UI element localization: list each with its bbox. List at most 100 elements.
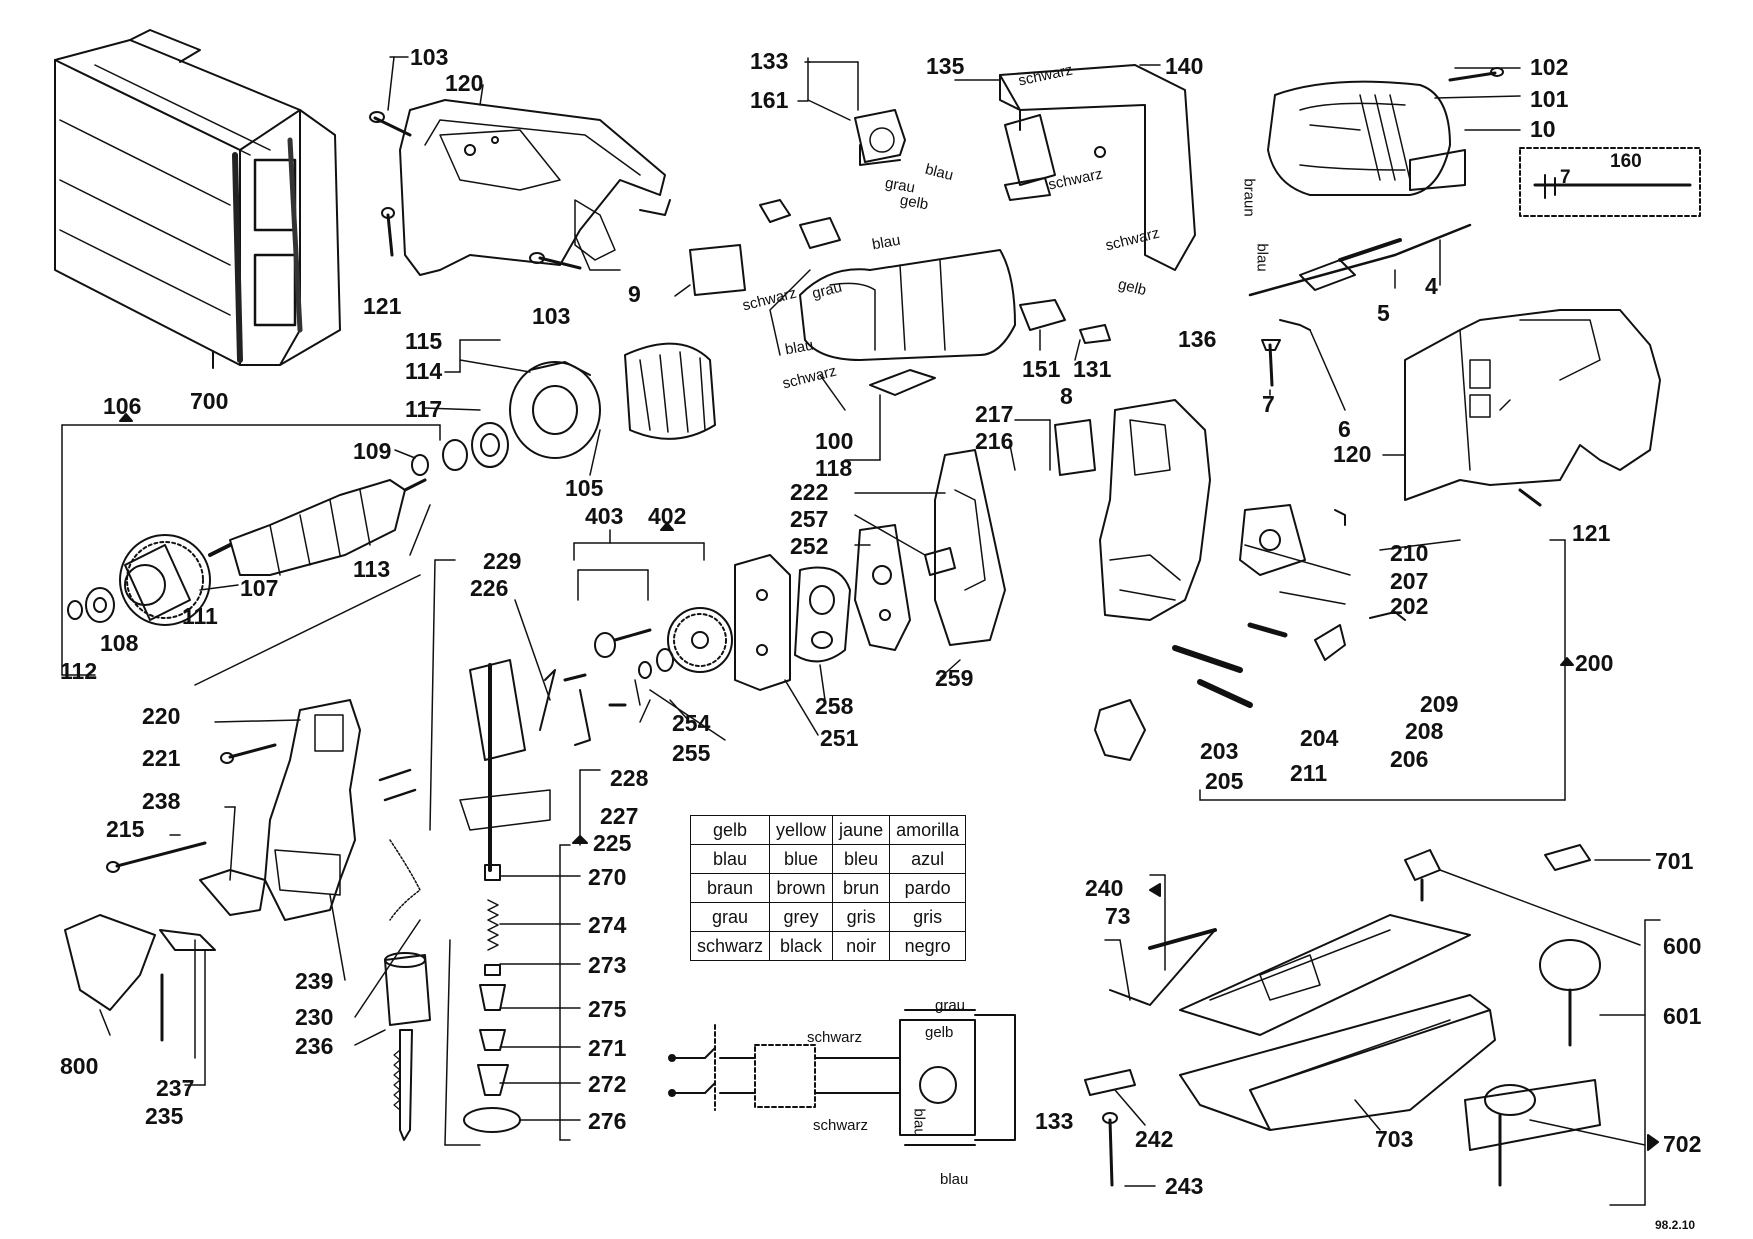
part-131: 131	[1073, 356, 1112, 382]
disc-601-drawing	[1539, 939, 1601, 1047]
part-403: 403	[585, 503, 624, 529]
part-272: 272	[588, 1071, 627, 1097]
table-cell: gris	[832, 902, 891, 932]
table-cell: azul	[889, 844, 967, 874]
part-101: 101	[1530, 86, 1569, 112]
part-8: 8	[1060, 383, 1073, 409]
table-cell: noir	[832, 931, 891, 961]
part-225: 225	[593, 830, 632, 856]
part-700: 700	[190, 388, 229, 414]
part-402: 402	[648, 503, 687, 529]
part-276: 276	[588, 1108, 627, 1134]
switch-drawing	[854, 109, 906, 166]
table-cell: brown	[769, 873, 834, 903]
part-275: 275	[588, 996, 627, 1022]
wire-label-gelb: gelb	[898, 191, 930, 214]
part-227: 227	[600, 803, 639, 829]
screw-121-drawing	[381, 207, 395, 257]
part-235: 235	[145, 1103, 184, 1129]
arrow-402	[660, 522, 674, 531]
label-9-drawing	[689, 244, 746, 296]
part-114: 114	[405, 358, 443, 384]
part-209: 209	[1420, 691, 1459, 717]
rear-housing-drawing	[1404, 309, 1661, 501]
knob-600-drawing	[1404, 849, 1441, 902]
table-cell: brun	[832, 873, 891, 903]
part-216: 216	[975, 428, 1014, 454]
part-228: 228	[610, 765, 649, 791]
washer-109-drawing	[411, 439, 468, 476]
roller-403-drawing	[594, 628, 652, 658]
part-215: 215	[106, 816, 145, 842]
color-translation-table: gelb yellow jaune amorilla blau blue ble…	[689, 815, 967, 961]
washer-255-drawing	[638, 661, 652, 679]
part-207: 207	[1390, 568, 1429, 594]
part-601: 601	[1663, 1003, 1702, 1029]
part-120-top: 120	[445, 70, 484, 96]
part-105: 105	[565, 475, 604, 501]
part-205: 205	[1205, 768, 1244, 794]
leader-lines	[61, 56, 1661, 1206]
clip-6-drawing	[1279, 319, 1311, 331]
part-113: 113	[353, 556, 391, 582]
table-row: blau blue bleu azul	[689, 844, 967, 874]
part-206: 206	[1390, 746, 1429, 772]
front-housing-220-drawing	[264, 699, 361, 921]
guard-800-drawing	[64, 914, 156, 1011]
part-221: 221	[142, 745, 181, 771]
part-7-cord: 7	[1560, 167, 1571, 188]
wire-label-gelb: gelb	[925, 1024, 954, 1041]
part-121-right: 121	[1572, 520, 1611, 546]
part-242: 242	[1135, 1126, 1174, 1152]
gasket-258-drawing	[794, 566, 851, 663]
wire-label-blau: blau	[1253, 243, 1271, 272]
motor-housing-drawing	[769, 249, 1016, 361]
part-204: 204	[1300, 725, 1339, 751]
part-202: 202	[1390, 593, 1429, 619]
roller-257-drawing	[924, 547, 956, 576]
part-230: 230	[295, 1004, 334, 1030]
pin-203-drawing	[1172, 645, 1243, 673]
part-111: 111	[182, 603, 218, 629]
part-236: 236	[295, 1033, 334, 1059]
part-800: 800	[60, 1053, 99, 1079]
wire-label-braun: braun	[1240, 178, 1258, 217]
part-274: 274	[588, 912, 627, 938]
part-103-lower: 103	[532, 303, 571, 329]
part-107: 107	[240, 575, 279, 601]
gear-402-drawing	[667, 607, 733, 673]
part-133-bottom: 133	[1035, 1108, 1074, 1134]
screw-243-drawing	[1102, 1112, 1118, 1187]
part-271: 271	[588, 1035, 627, 1061]
table-cell: amorilla	[889, 815, 967, 845]
blade-drawing	[393, 1029, 413, 1141]
guide-702-drawing	[1464, 1079, 1601, 1187]
table-row: grau grey gris gris	[689, 902, 967, 932]
rod-215-drawing	[106, 841, 207, 873]
table-cell: grey	[769, 902, 834, 932]
part-252: 252	[790, 533, 829, 559]
arrow-240	[1149, 883, 1161, 897]
part-102: 102	[1530, 54, 1569, 80]
bearing-117-drawing	[471, 422, 509, 468]
screw-102-drawing	[1448, 67, 1504, 82]
part-112: 112	[60, 658, 98, 684]
table-cell: blue	[769, 844, 834, 874]
wire-label-grau: grau	[935, 997, 966, 1014]
bearing-108-drawing	[85, 587, 115, 623]
pin-204-drawing	[1247, 622, 1288, 638]
hex-key-73-drawing	[1109, 928, 1217, 1006]
part-258: 258	[815, 693, 854, 719]
table-cell: bleu	[832, 844, 891, 874]
part-160: 160	[1610, 151, 1642, 172]
part-217: 217	[975, 401, 1014, 427]
part-73: 73	[1105, 903, 1131, 929]
wire-label-blau: blau	[940, 1171, 969, 1188]
part-238: 238	[142, 788, 181, 814]
part-203: 203	[1200, 738, 1239, 764]
wiring-schematic-drawing	[668, 1009, 1016, 1146]
part-205-drawing	[1094, 699, 1146, 761]
wire-label-schwarz: schwarz	[813, 1117, 869, 1134]
part-109: 109	[353, 438, 392, 464]
